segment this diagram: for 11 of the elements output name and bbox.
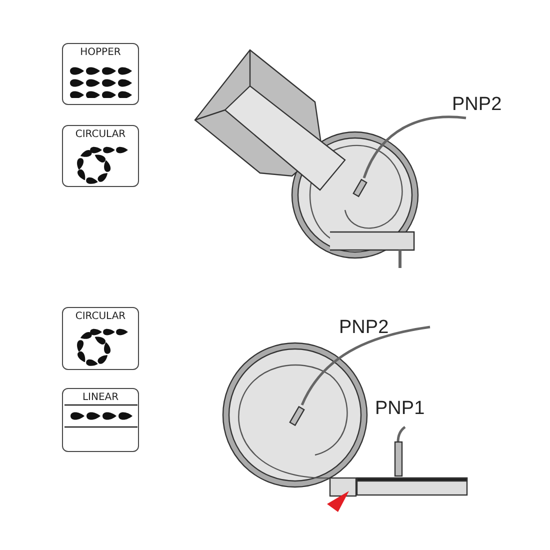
feeder-type-card (62, 307, 139, 370)
card-title: CIRCULAR (75, 129, 126, 140)
feeder-type-card (62, 43, 139, 105)
sensor-label: PNP2 (452, 94, 502, 116)
feeder-type-card (62, 388, 139, 452)
card-title: LINEAR (82, 392, 119, 403)
sensor-label: PNP1 (375, 398, 425, 420)
feeder-type-card (62, 125, 139, 187)
card-title: HOPPER (80, 47, 121, 58)
sensor-label: PNP2 (339, 317, 389, 339)
card-title: CIRCULAR (75, 311, 126, 322)
